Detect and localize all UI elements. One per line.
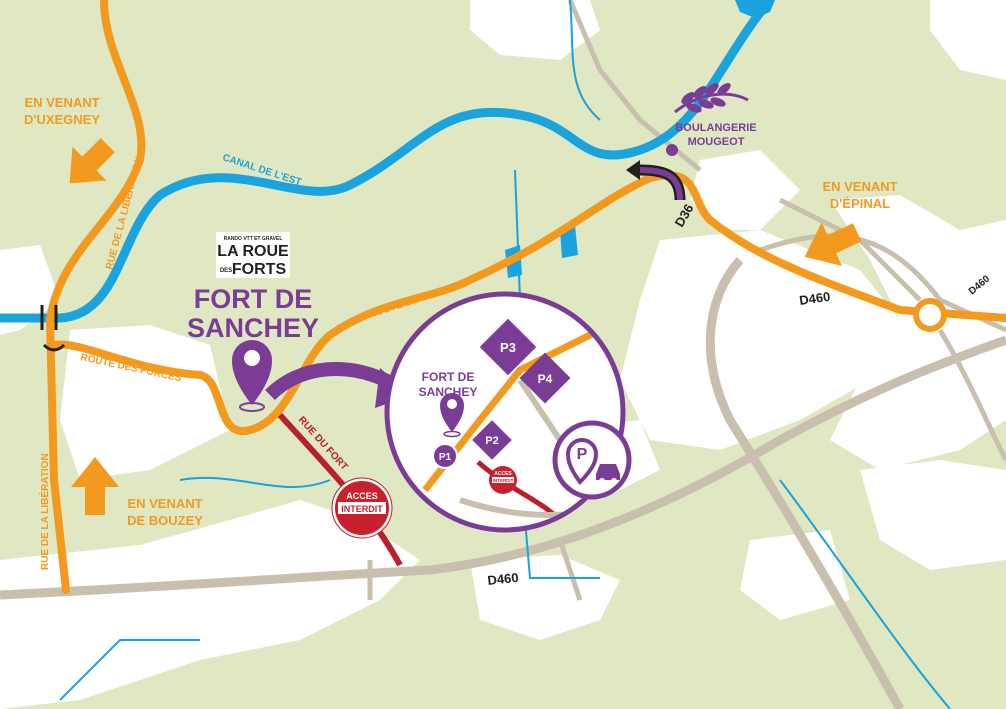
inset-location-pin-icon bbox=[440, 393, 464, 438]
fort-title-line2: SANCHEY bbox=[187, 313, 319, 343]
logo-la-roue-des-forts: RANDO VTT ET GRAVEL LA ROUE DES FORTS bbox=[216, 232, 290, 278]
roundabout bbox=[913, 298, 947, 332]
waterways bbox=[0, 0, 951, 709]
pond bbox=[735, 0, 775, 18]
fort-location-pin-icon bbox=[232, 340, 272, 412]
svg-text:P3: P3 bbox=[500, 340, 516, 355]
svg-text:P2: P2 bbox=[485, 435, 498, 447]
no-entry-sign: ACCES INTERDIT bbox=[331, 477, 393, 539]
svg-text:FORTS: FORTS bbox=[232, 261, 287, 278]
bridge-marker bbox=[40, 305, 58, 330]
car-parking-icon: P bbox=[552, 420, 632, 500]
bakery-location-dot bbox=[666, 144, 678, 156]
label-d460-right: D460 bbox=[798, 289, 831, 308]
direction-arrow-epinal bbox=[804, 222, 862, 266]
label-from-uxegney-1: EN VENANT bbox=[24, 95, 99, 110]
svg-text:DES: DES bbox=[220, 268, 232, 274]
main-routes bbox=[46, 0, 1006, 594]
label-from-bouzey-2: DE BOUZEY bbox=[127, 513, 203, 528]
svg-text:INTERDIT: INTERDIT bbox=[493, 478, 514, 483]
svg-text:LA ROUE: LA ROUE bbox=[217, 243, 289, 260]
svg-text:P1: P1 bbox=[439, 452, 452, 463]
bakery-name-line1: BOULANGERIE bbox=[675, 122, 756, 134]
svg-text:INTERDIT: INTERDIT bbox=[341, 504, 383, 514]
label-from-bouzey-1: EN VENANT bbox=[127, 496, 202, 511]
label-d460-bottom: D460 bbox=[487, 570, 519, 588]
label-rue-liberation-bottom: RUE DE LA LIBÉRATION bbox=[38, 453, 51, 570]
label-from-epinal-1: EN VENANT bbox=[822, 179, 897, 194]
bakery-name-line2: MOUGEOT bbox=[688, 136, 745, 148]
inset-no-entry-sign: ACCES INTERDIT bbox=[489, 466, 517, 494]
fort-title-line1: FORT DE bbox=[194, 284, 313, 314]
inset-title-line2: SANCHEY bbox=[419, 385, 478, 399]
turn-arrow bbox=[42, 343, 66, 352]
svg-text:ACCES: ACCES bbox=[346, 491, 378, 501]
direction-arrow-bouzey bbox=[71, 457, 119, 515]
direction-arrow-uxegney bbox=[69, 138, 115, 184]
arrowhead bbox=[626, 160, 640, 180]
label-from-uxegney-2: D'UXEGNEY bbox=[24, 112, 100, 127]
wheat-icon bbox=[674, 83, 749, 114]
svg-text:P4: P4 bbox=[538, 372, 553, 386]
parking-p4: P4 bbox=[519, 352, 571, 404]
inset-title-line1: FORT DE bbox=[422, 370, 475, 384]
label-from-epinal-2: D'ÉPINAL bbox=[830, 196, 890, 211]
svg-text:RANDO VTT ET GRAVEL: RANDO VTT ET GRAVEL bbox=[224, 236, 283, 242]
parking-p1: P1 bbox=[432, 443, 458, 469]
svg-text:ACCES: ACCES bbox=[494, 471, 512, 477]
svg-text:P: P bbox=[577, 446, 588, 463]
